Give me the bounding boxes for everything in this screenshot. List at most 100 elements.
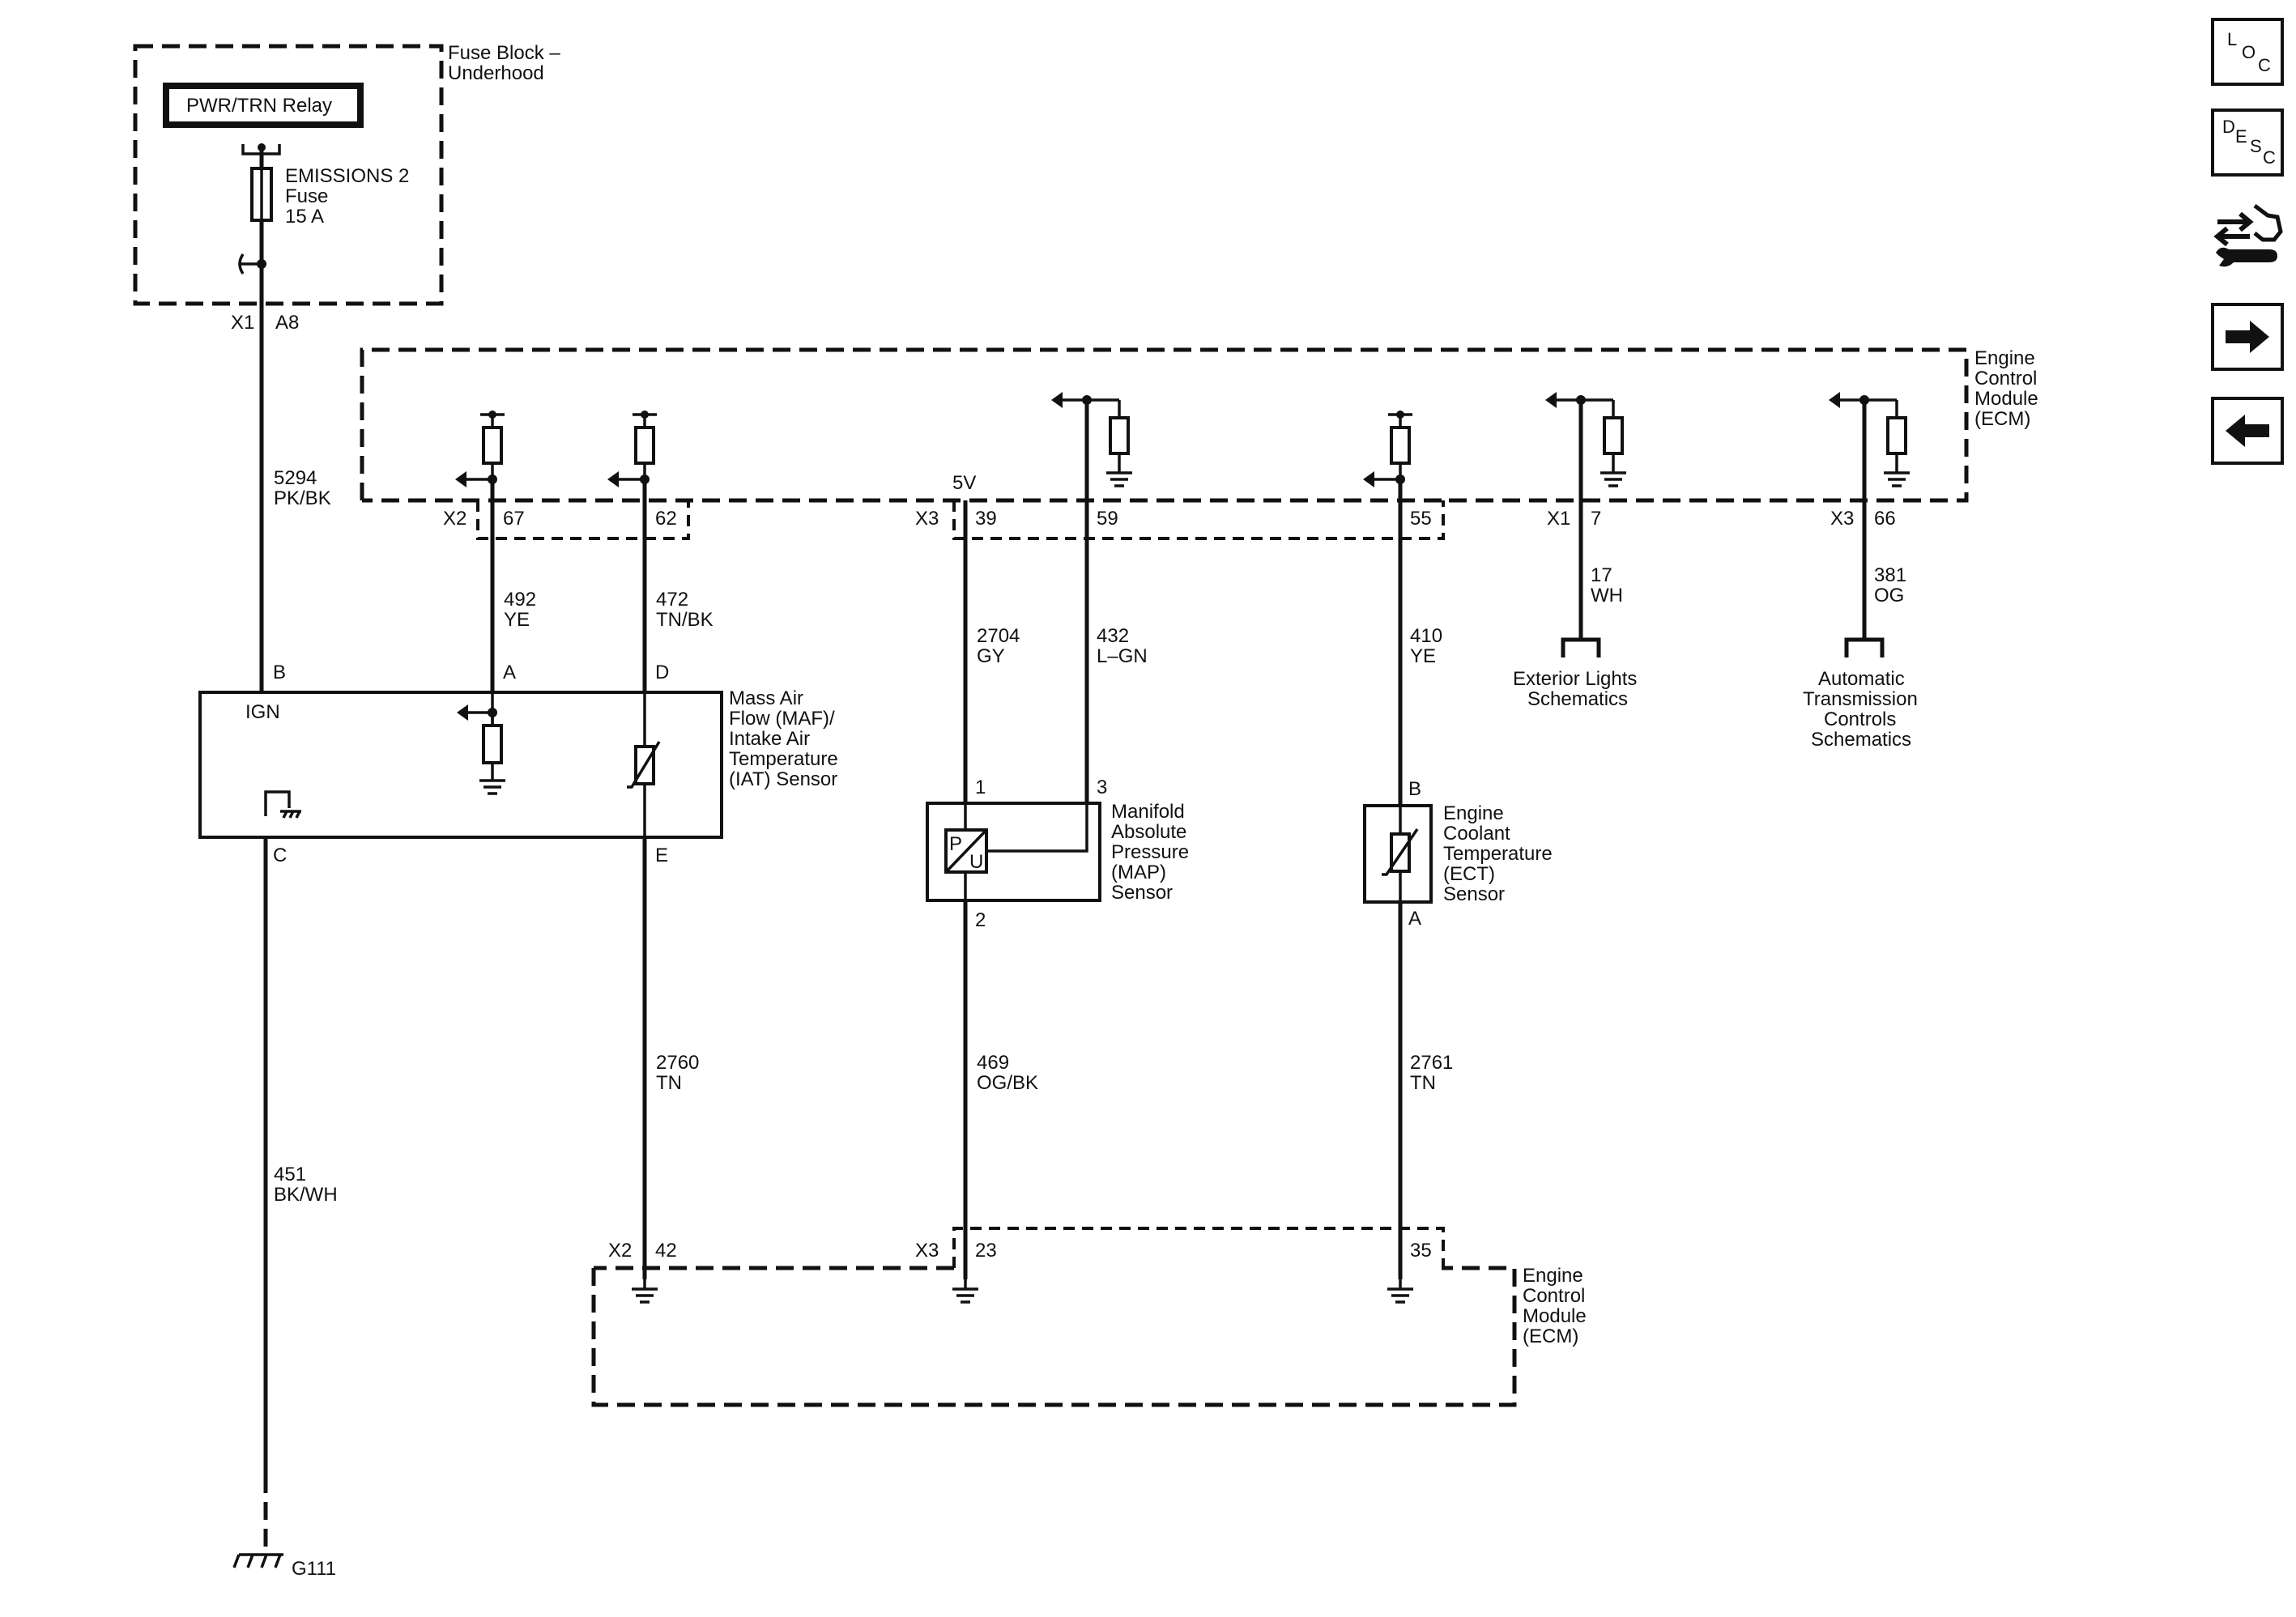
maf-pin-d: D: [655, 662, 669, 683]
wire-2704-circuit: 2704: [977, 625, 1020, 647]
map-pin-2: 2: [975, 909, 986, 931]
ecm-conn-x3-bottom: X3: [915, 1240, 939, 1262]
ecm-pin-7: 7: [1591, 508, 1601, 530]
next-page-button[interactable]: [2211, 303, 2284, 371]
fuse-block-title-2: Underhood: [448, 62, 544, 84]
ecm-pulldown-7: [1545, 392, 1626, 487]
wire-17-color: WH: [1591, 585, 1623, 606]
arrow-left-icon: [2226, 415, 2269, 447]
wire-2704-color: GY: [977, 645, 1005, 667]
fuse-block-underhood: Fuse Block – Underhood PWR/TRN Relay EMI…: [133, 42, 560, 306]
fuse-block-title-1: Fuse Block –: [448, 42, 560, 64]
wire-472-circuit: 472: [656, 589, 688, 611]
map-label-3: Pressure: [1111, 841, 1189, 863]
ect-label-5: Sensor: [1443, 883, 1505, 905]
previous-page-button[interactable]: [2211, 397, 2284, 465]
map-pin-1: 1: [975, 777, 986, 798]
wire-432-color: L–GN: [1097, 645, 1148, 667]
desc-letter-s: S: [2250, 136, 2262, 156]
maf-pin-a: A: [503, 662, 516, 683]
ref-trans-4[interactable]: Schematics: [1811, 729, 1911, 751]
wire-2761-circuit: 2761: [1410, 1052, 1453, 1074]
ecm-pin-62: 62: [655, 508, 677, 530]
maf-label-1: Mass Air: [729, 687, 803, 709]
loc-letter-o: O: [2242, 42, 2256, 62]
connector-wrench-icon: [2213, 204, 2283, 267]
wire-2760-color: TN: [656, 1072, 682, 1094]
ecm-pin-42: 42: [655, 1240, 677, 1262]
maf-pin-e: E: [655, 845, 668, 866]
wire-469-color: OG/BK: [977, 1072, 1038, 1094]
wire-451-circuit: 451: [274, 1164, 306, 1185]
ecm-bottom-label-4: (ECM): [1523, 1326, 1578, 1347]
wire-381-circuit: 381: [1874, 564, 1906, 586]
ecm-conn-x2: X2: [443, 508, 466, 530]
ecm-bottom-module: Engine Control Module (ECM): [591, 1227, 1587, 1407]
ecm-pullup-55: [1363, 411, 1412, 487]
connector-info-button[interactable]: [2209, 199, 2285, 275]
fuse-rating: 15 A: [285, 206, 324, 228]
ecm-pin-59: 59: [1097, 508, 1118, 530]
location-button[interactable]: L O C: [2211, 18, 2284, 86]
ect-label-1: Engine: [1443, 802, 1504, 824]
ecm-vref-5v: 5V: [952, 472, 976, 494]
maf-iat-sensor: B A D IGN C E: [198, 662, 723, 866]
ecm-conn-x3-b: X3: [1830, 508, 1854, 530]
wire-410-color: YE: [1410, 645, 1436, 667]
map-label-1: Manifold: [1111, 801, 1185, 823]
fuse-pin: A8: [275, 312, 299, 334]
arrow-right-icon: [2226, 321, 2269, 353]
map-sensor: 1 3 P U 2: [926, 777, 1107, 931]
ecm-pullup-62: [607, 411, 657, 487]
map-label-2: Absolute: [1111, 821, 1186, 843]
ect-pin-a: A: [1408, 908, 1421, 930]
maf-label-2: Flow (MAF)/: [729, 708, 835, 730]
maf-label-5: (IAT) Sensor: [729, 768, 837, 790]
wire-410-circuit: 410: [1410, 625, 1442, 647]
maf-ign: IGN: [245, 701, 280, 723]
ecm-top-label-3: Module: [1974, 388, 2038, 410]
ecm-conn-x2-bottom: X2: [608, 1240, 632, 1262]
wire-5294-circuit: 5294: [274, 467, 317, 489]
map-label-5: Sensor: [1111, 882, 1173, 904]
ref-exterior-lights-2[interactable]: Schematics: [1527, 688, 1628, 710]
relay-label: PWR/TRN Relay: [186, 95, 332, 117]
ecm-top-label-1: Engine: [1974, 347, 2035, 369]
wire-17-circuit: 17: [1591, 564, 1612, 586]
ect-label-4: (ECT): [1443, 863, 1495, 885]
maf-label-4: Temperature: [729, 748, 838, 770]
ecm-conn-x3-a: X3: [915, 508, 939, 530]
ecm-top-module: Engine Control Module (ECM): [360, 347, 2038, 540]
map-pin-3: 3: [1097, 777, 1107, 798]
ecm-bottom-label-3: Module: [1523, 1305, 1587, 1327]
ecm-pulldown-59: [1051, 392, 1132, 487]
wire-469-circuit: 469: [977, 1052, 1009, 1074]
ref-trans-3[interactable]: Controls: [1824, 709, 1896, 730]
ref-trans-2[interactable]: Transmission: [1803, 688, 1918, 710]
map-label-4: (MAP): [1111, 862, 1166, 883]
maf-pin-b: B: [273, 662, 286, 683]
fuse-connector: X1: [231, 312, 254, 334]
ecm-pullup-67: [455, 411, 505, 487]
wire-5294-color: PK/BK: [274, 487, 331, 509]
ref-exterior-lights-1[interactable]: Exterior Lights: [1513, 668, 1637, 690]
wire-432-circuit: 432: [1097, 625, 1129, 647]
fuse-name: EMISSIONS 2: [285, 165, 409, 187]
wire-381-color: OG: [1874, 585, 1904, 606]
ecm-pin-55: 55: [1410, 508, 1432, 530]
desc-letter-e: E: [2235, 126, 2247, 147]
wire-451-color: BK/WH: [274, 1184, 338, 1206]
ect-label-3: Temperature: [1443, 843, 1553, 865]
map-sym-u: U: [969, 851, 983, 873]
description-button[interactable]: D E S C: [2211, 109, 2284, 177]
ground-g111-label: G111: [292, 1558, 336, 1580]
pwr-trn-relay: [163, 83, 364, 128]
ecm-pin-39: 39: [975, 508, 997, 530]
ecm-bottom-label-1: Engine: [1523, 1265, 1583, 1287]
maf-label-3: Intake Air: [729, 728, 810, 750]
ref-trans-1[interactable]: Automatic: [1818, 668, 1905, 690]
map-sym-p: P: [949, 833, 962, 855]
ecm-bottom-label-2: Control: [1523, 1285, 1585, 1307]
ect-sensor: B A: [1363, 778, 1433, 930]
